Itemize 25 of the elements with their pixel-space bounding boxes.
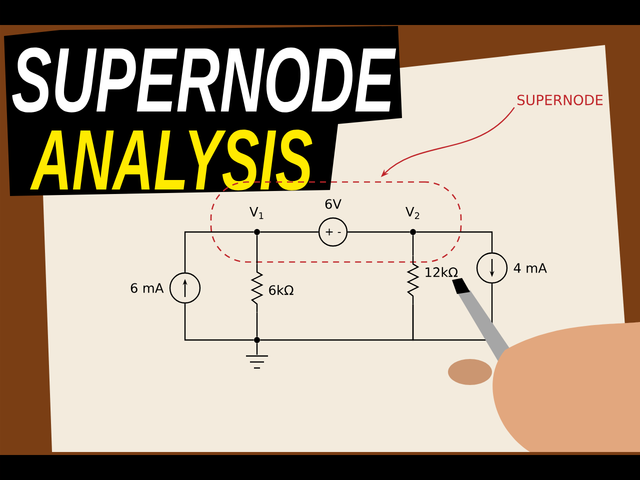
wire <box>256 235 258 264</box>
component-label: 4 mA <box>514 263 547 273</box>
voltage-source: + - <box>318 217 348 247</box>
wire <box>184 231 254 272</box>
ground-symbol <box>246 355 268 369</box>
wire <box>260 231 318 233</box>
heading: ANALYSIS <box>30 130 312 190</box>
component-label: 6kΩ <box>269 284 294 295</box>
annotation-text: SUPERNODE <box>517 94 603 106</box>
wire <box>412 235 414 256</box>
wire <box>348 231 410 233</box>
resistor <box>406 256 420 304</box>
node-label: V$_{1}$ <box>250 207 264 219</box>
wire <box>256 343 258 355</box>
heading: SUPERNODE <box>12 48 396 112</box>
wire <box>416 231 493 252</box>
node-label: V$_{2}$ <box>406 206 420 220</box>
resistor <box>250 264 264 312</box>
component-label: 6V <box>325 199 342 209</box>
wire <box>256 312 258 337</box>
component-label: 6 mA <box>130 283 164 293</box>
wire <box>184 304 254 341</box>
current-source <box>169 272 201 304</box>
current-source <box>476 252 508 284</box>
component-label: 12kΩ <box>426 267 458 277</box>
